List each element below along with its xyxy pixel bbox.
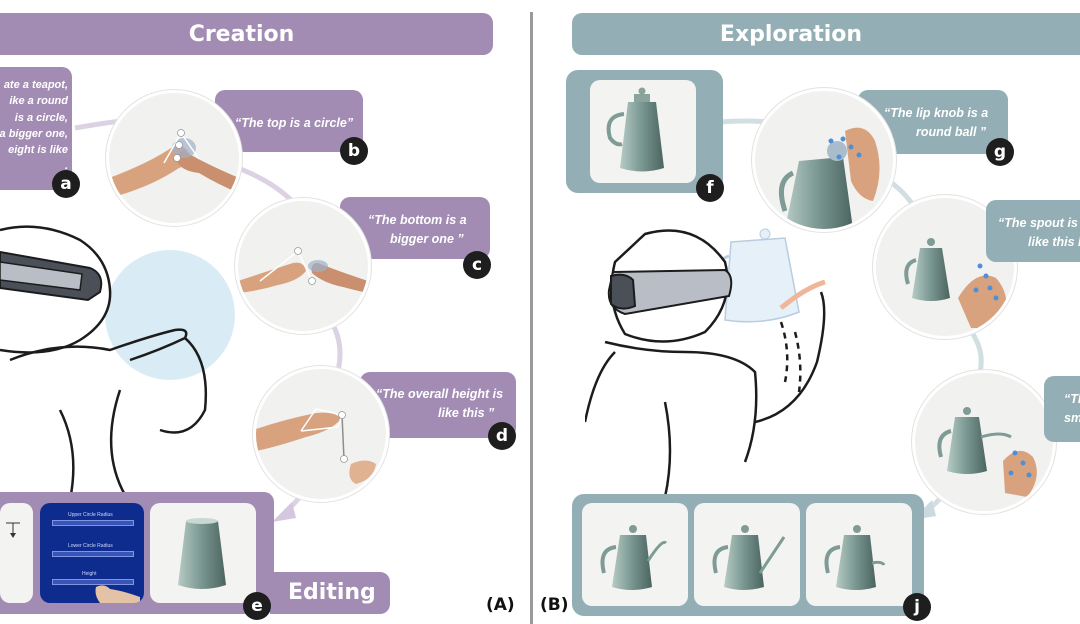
hands-height-circle-image — [253, 366, 389, 502]
badge-e: e — [243, 592, 271, 620]
hands-gesture-illustration — [256, 408, 376, 484]
lip-knob-circle-image — [752, 88, 896, 232]
quote-h: “The spout is s like this l — [986, 200, 1080, 262]
initial-teapot-tile — [590, 80, 696, 183]
quote-d-line: like this ” — [438, 405, 495, 420]
teapot-variant-icon — [600, 525, 668, 590]
creation-title: Creation — [188, 21, 295, 47]
exploration-title: Exploration — [719, 21, 863, 47]
badge-f: f — [696, 174, 724, 202]
teapot-hand-illustration — [937, 407, 1037, 497]
slider-track-height — [52, 579, 134, 585]
quote-a-line: ike a round — [9, 95, 68, 108]
drawn-spout-stroke — [779, 279, 826, 310]
hands-top-circle-image — [106, 90, 242, 226]
result-tile-3 — [806, 503, 912, 606]
quote-h-line: “The spout is s — [998, 216, 1080, 230]
hands-gesture-illustration — [109, 129, 239, 198]
spout-circle-image — [873, 195, 1017, 339]
quote-i-line: “Th — [1064, 392, 1080, 406]
person-headset-teapot-illustration — [585, 228, 826, 497]
editing-tile-result — [150, 503, 256, 603]
badge-d: d — [488, 422, 516, 450]
quote-g-line: “The lip knob is a — [884, 106, 989, 120]
quote-a-line: eight is like — [8, 144, 68, 157]
editing-tile-cut — [0, 503, 33, 603]
teapot-icon — [606, 87, 664, 172]
measure-icon — [6, 522, 20, 538]
quote-a-line: a bigger one, — [0, 127, 68, 140]
virtual-shape-bubble — [105, 250, 235, 380]
teapot-hand-illustration — [778, 127, 880, 229]
hands-gesture-illustration — [238, 247, 368, 293]
result-tile-2 — [694, 503, 800, 606]
slider-label-upper: Upper Circle Radius — [68, 512, 113, 518]
quote-a-line: is a circle, — [14, 111, 68, 124]
panel-divider — [530, 12, 533, 624]
panel-label-a: (A) — [486, 595, 515, 615]
virtual-teapot — [724, 237, 800, 323]
creation-title-banner: Creation — [0, 13, 493, 55]
creation-arrowhead — [272, 502, 296, 522]
editing-label: Editing — [288, 580, 376, 605]
quote-i: “Th sm — [1044, 376, 1080, 442]
quote-h-line: like this l — [1028, 234, 1080, 249]
teapot-variant-icon — [824, 525, 886, 590]
teapot-variant-icon — [712, 525, 786, 590]
badge-j: j — [903, 593, 931, 621]
exploration-title-banner: Exploration — [572, 13, 1080, 55]
panel-label-b: (B) — [540, 595, 569, 615]
hands-bottom-circle-image — [235, 198, 371, 334]
editing-label-box — [270, 572, 390, 614]
quote-c-line: bigger one ” — [390, 231, 464, 246]
slider-track-lower — [52, 551, 134, 557]
quote-b-text: “The top is a circle” — [235, 116, 354, 130]
editing-tile-sliders: Upper Circle Radius Lower Circle Radius … — [40, 503, 144, 603]
smooth-circle-image — [912, 370, 1056, 514]
quote-a-line: . — [64, 160, 68, 173]
quote-i-line: sm — [1064, 410, 1080, 425]
slider-label-lower: Lower Circle Radius — [68, 543, 113, 549]
quote-a-line: ate a teapot, — [3, 79, 68, 91]
quote-d-line: “The overall height is — [376, 387, 504, 401]
result-tile-1 — [582, 503, 688, 606]
quote-c-line: “The bottom is a — [368, 213, 467, 227]
person-headset-illustration — [0, 225, 235, 500]
badge-b: b — [340, 137, 368, 165]
badge-g: g — [986, 138, 1014, 166]
quote-a: ate a teapot, ike a round is a circle, a… — [0, 67, 72, 190]
teapot-hand-illustration — [904, 238, 1007, 328]
cone-shape-icon — [178, 518, 226, 589]
hand-pointer-icon — [95, 585, 140, 603]
badge-a: a — [52, 170, 80, 198]
badge-c: c — [463, 251, 491, 279]
quote-g-line: round ball ” — [916, 124, 987, 139]
slider-label-height: Height — [82, 571, 97, 577]
slider-track-upper — [52, 520, 134, 526]
